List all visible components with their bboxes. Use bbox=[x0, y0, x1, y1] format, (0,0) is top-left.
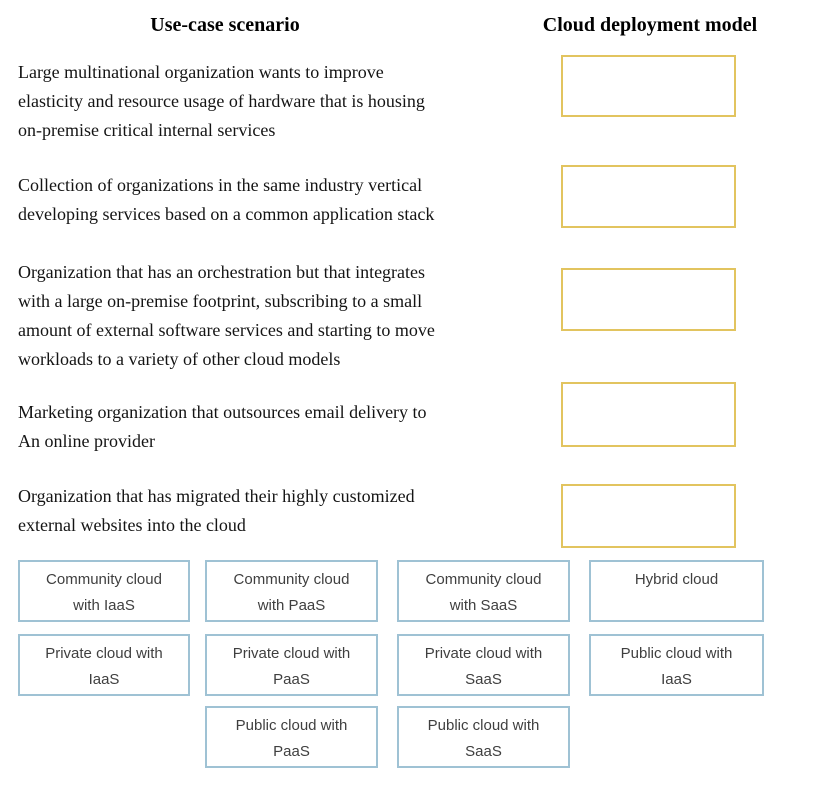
scenario-line: workloads to a variety of other cloud mo… bbox=[18, 349, 341, 369]
column-header-use-case-scenario: Use-case scenario bbox=[150, 14, 300, 36]
option-public-cloud-with-saas[interactable]: Public cloud with SaaS bbox=[397, 706, 570, 768]
option-community-cloud-with-paas[interactable]: Community cloud with PaaS bbox=[205, 560, 378, 622]
drop-zone-5[interactable] bbox=[561, 484, 736, 548]
scenario-line: Marketing organization that outsources e… bbox=[18, 402, 427, 422]
option-public-cloud-with-iaas[interactable]: Public cloud with IaaS bbox=[589, 634, 764, 696]
option-label-line: SaaS bbox=[465, 671, 502, 688]
drop-zone-1[interactable] bbox=[561, 55, 736, 117]
option-label-line: IaaS bbox=[88, 671, 120, 688]
scenario-text-3: Organization that has an orchestration b… bbox=[18, 258, 548, 374]
scenario-text-1: Large multinational organization wants t… bbox=[18, 58, 548, 145]
scenario-line: Large multinational organization wants t… bbox=[18, 62, 384, 82]
option-community-cloud-with-iaas[interactable]: Community cloud with IaaS bbox=[18, 560, 190, 622]
option-label-line: SaaS bbox=[465, 743, 502, 760]
option-label-line: with SaaS bbox=[449, 597, 518, 614]
scenario-text-5: Organization that has migrated their hig… bbox=[18, 482, 548, 540]
option-label-line: Public cloud with bbox=[235, 717, 348, 734]
option-label-line: Public cloud with bbox=[427, 717, 540, 734]
scenario-line: on-premise critical internal services bbox=[18, 120, 276, 140]
scenario-line: elasticity and resource usage of hardwar… bbox=[18, 91, 425, 111]
option-private-cloud-with-paas[interactable]: Private cloud with PaaS bbox=[205, 634, 378, 696]
option-label-line: Hybrid cloud bbox=[634, 571, 719, 588]
drop-zone-2[interactable] bbox=[561, 165, 736, 228]
scenario-line: developing services based on a common ap… bbox=[18, 204, 435, 224]
option-hybrid-cloud[interactable]: Hybrid cloud bbox=[589, 560, 764, 622]
option-label-line: with PaaS bbox=[257, 597, 326, 614]
option-private-cloud-with-iaas[interactable]: Private cloud with IaaS bbox=[18, 634, 190, 696]
scenario-line: amount of external software services and… bbox=[18, 320, 435, 340]
scenario-text-4: Marketing organization that outsources e… bbox=[18, 398, 548, 456]
option-label-line: IaaS bbox=[661, 671, 692, 688]
option-community-cloud-with-saas[interactable]: Community cloud with SaaS bbox=[397, 560, 570, 622]
option-private-cloud-with-saas[interactable]: Private cloud with SaaS bbox=[397, 634, 570, 696]
scenario-line: Collection of organizations in the same … bbox=[18, 175, 423, 195]
option-label-line: with IaaS bbox=[73, 597, 135, 614]
scenario-line: with a large on-premise footprint, subsc… bbox=[18, 291, 423, 311]
option-label-line: PaaS bbox=[273, 743, 310, 760]
option-label-line: Community cloud bbox=[46, 571, 162, 588]
option-label-line: Public cloud with bbox=[620, 645, 733, 662]
scenario-line: Organization that has migrated their hig… bbox=[18, 486, 415, 506]
option-label-line: Private cloud with bbox=[45, 645, 163, 662]
drop-zone-3[interactable] bbox=[561, 268, 736, 331]
scenario-line: An online provider bbox=[18, 431, 155, 451]
option-label-line: Private cloud with bbox=[232, 645, 351, 662]
option-label-line: Community cloud bbox=[425, 571, 542, 588]
scenario-line: Organization that has an orchestration b… bbox=[18, 262, 426, 282]
option-label-line: Private cloud with bbox=[424, 645, 543, 662]
column-header-cloud-deployment-model: Cloud deployment model bbox=[542, 14, 758, 36]
scenario-line: external websites into the cloud bbox=[18, 515, 246, 535]
scenario-text-2: Collection of organizations in the same … bbox=[18, 171, 548, 229]
option-public-cloud-with-paas[interactable]: Public cloud with PaaS bbox=[205, 706, 378, 768]
drop-zone-4[interactable] bbox=[561, 382, 736, 447]
option-label-line: PaaS bbox=[273, 671, 310, 688]
option-label-line: Community cloud bbox=[233, 571, 350, 588]
